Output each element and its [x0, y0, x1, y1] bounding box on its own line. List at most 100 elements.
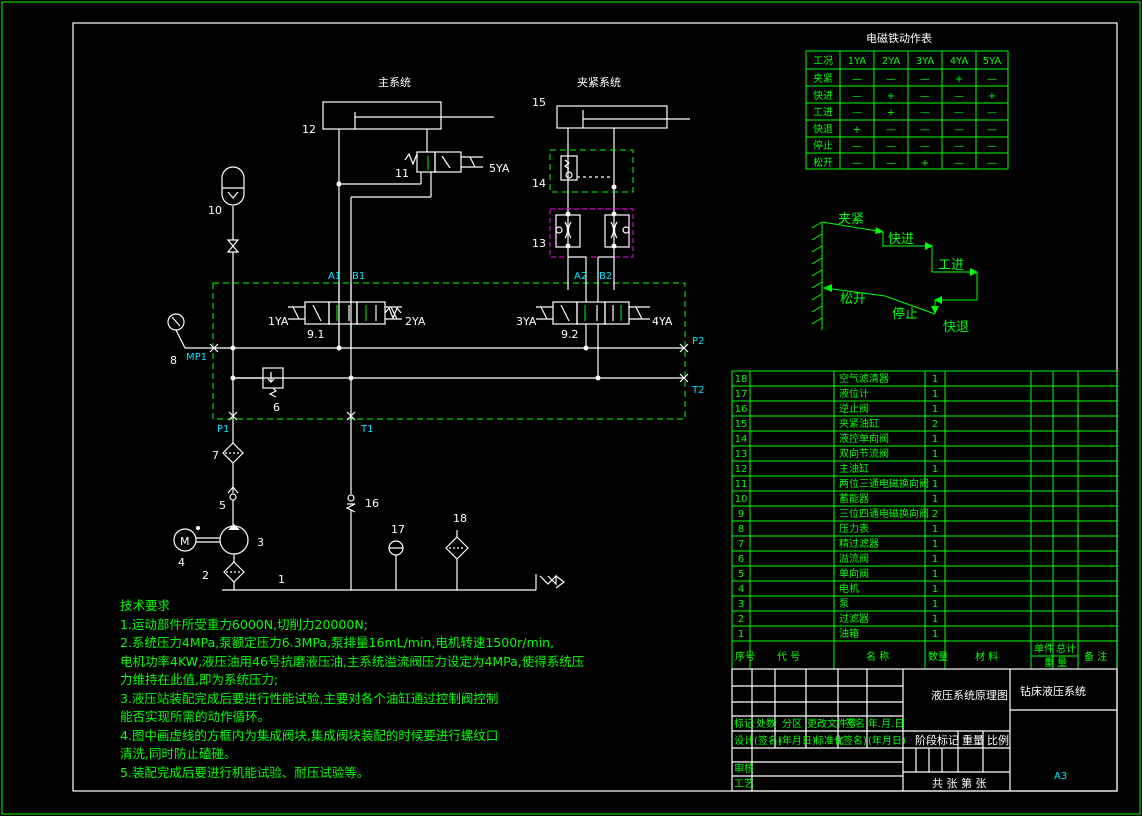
solenoid-cell: + — [988, 91, 996, 102]
label-mp1: MP1 — [186, 352, 207, 363]
solenoid-cell: — — [886, 124, 896, 135]
solenoid-cell: — — [987, 74, 997, 85]
parts-row-qty: 1 — [932, 539, 938, 550]
label-5: 5 — [219, 499, 226, 512]
solenoid-row-mode: 松开 — [813, 156, 833, 169]
tb-design: 设计 — [734, 734, 754, 747]
valve-11-block-b — [434, 151, 462, 173]
parts-row-seq: 4 — [738, 584, 744, 595]
parts-row-qty: 1 — [932, 374, 938, 385]
solenoid-cell: — — [954, 108, 964, 119]
parts-row-qty: 1 — [932, 524, 938, 535]
label-1: 1 — [278, 573, 285, 586]
tb-scale: 比例 — [987, 733, 1009, 747]
tech-line: 1.运动部件所受重力6000N,切削力20000N; — [120, 616, 368, 632]
parts-list — [731, 370, 1118, 670]
label-9-2: 9.2 — [561, 328, 579, 341]
solenoid-cell: — — [920, 74, 930, 85]
parts-row-name: 压力表 — [839, 522, 869, 535]
label-13: 13 — [532, 237, 546, 250]
cycle-step-work-feed: 工进 — [938, 258, 964, 273]
solenoid-cell: — — [886, 74, 896, 85]
parts-row-seq: 12 — [735, 464, 748, 475]
parts-row-seq: 17 — [735, 389, 748, 400]
solenoid-header-mode: 工况 — [813, 55, 833, 67]
tb-change-doc: 更改文件号 — [807, 717, 857, 730]
parts-row-qty: 2 — [932, 419, 938, 430]
tb-standard: 标准化 — [814, 734, 844, 747]
parts-row-name: 两位三通电磁换向阀 — [839, 477, 929, 490]
solenoid-cell: + — [921, 158, 929, 169]
parts-row-name: 油箱 — [839, 627, 859, 640]
label-t2: T2 — [691, 385, 704, 396]
parts-row-qty: 1 — [932, 404, 938, 415]
tech-line: 清洗,同时防止磕碰。 — [120, 746, 237, 761]
label-4ya: 4YA — [652, 315, 673, 328]
solenoid-cell: — — [852, 141, 862, 152]
tech-line: 3.液压站装配完成后要进行性能试验,主要对各个油缸通过控制阀控制 — [120, 690, 499, 706]
cycle-diagram — [811, 221, 978, 330]
solenoid-cell: — — [987, 158, 997, 169]
cycle-step-stop: 停止 — [892, 306, 918, 322]
parts-row-seq: 1 — [738, 629, 744, 640]
solenoid-cell: — — [852, 74, 862, 85]
label-6: 6 — [273, 401, 280, 414]
parts-row-name: 液位计 — [839, 387, 869, 400]
solenoid-cell: + — [853, 124, 861, 135]
solenoid-table — [805, 50, 1009, 170]
solenoid-cell: — — [852, 108, 862, 119]
label-5ya: 5YA — [489, 162, 510, 175]
label-4: 4 — [178, 556, 185, 569]
parts-row-name: 蓄能器 — [839, 492, 869, 505]
label-p2: P2 — [692, 336, 704, 347]
clamp-system-label: 夹紧系统 — [577, 76, 621, 89]
label-7: 7 — [212, 449, 219, 462]
tech-line: 5.装配完成后要进行机能试验、耐压试验等。 — [120, 764, 370, 780]
tb-review: 审核 — [734, 762, 754, 775]
main-cylinder — [322, 101, 442, 130]
label-9-1: 9.1 — [307, 328, 325, 341]
label-p1: P1 — [217, 424, 229, 435]
label-2: 2 — [202, 569, 209, 582]
solenoid-cell: — — [954, 91, 964, 102]
label-17: 17 — [391, 523, 405, 536]
parts-header-total: 总计 — [1056, 642, 1076, 655]
cycle-step-release: 松开 — [840, 292, 866, 307]
project-name: 钻床液压系统 — [1020, 684, 1086, 698]
solenoid-cell: — — [920, 108, 930, 119]
solenoid-cell: — — [886, 158, 896, 169]
solenoid-cell: + — [887, 91, 895, 102]
solenoid-cell: — — [852, 158, 862, 169]
solenoid-cell: — — [954, 158, 964, 169]
solenoid-cell: — — [987, 124, 997, 135]
label-t1: T1 — [360, 424, 373, 435]
parts-row-name: 逆止阀 — [839, 402, 869, 415]
solenoid-table-title: 电磁铁动作表 — [866, 31, 932, 45]
parts-row-seq: 9 — [738, 509, 744, 520]
parts-row-name: 单向阀 — [839, 567, 869, 580]
solenoid-header-2ya: 2YA — [882, 56, 901, 67]
parts-header-unit: 单件 — [1034, 643, 1054, 655]
solenoid-cell: — — [920, 124, 930, 135]
valve-11-block-a — [416, 151, 436, 173]
tb-date3: (年月日) — [868, 734, 906, 747]
cycle-step-clamp: 夹紧 — [838, 212, 864, 227]
solenoid-cell: — — [920, 141, 930, 152]
parts-row-name: 泵 — [839, 598, 849, 610]
parts-row-qty: 1 — [932, 494, 938, 505]
solenoid-cell: — — [886, 141, 896, 152]
clamp-cylinder — [556, 105, 668, 129]
label-2ya: 2YA — [405, 315, 426, 328]
parts-row-name: 溢流阀 — [839, 552, 869, 565]
label-a1: A1 — [328, 271, 341, 282]
parts-row-qty: 1 — [932, 569, 938, 580]
parts-row-name: 三位四通电磁换向阀 — [839, 507, 929, 520]
parts-row-qty: 1 — [932, 464, 938, 475]
accumulator — [221, 166, 245, 206]
label-16: 16 — [365, 497, 379, 510]
tech-line: 2.系统压力4MPa,泵额定压力6.3MPa,泵排量16mL/min,电机转速1… — [120, 635, 555, 650]
solenoid-row-mode: 快进 — [813, 90, 833, 102]
tech-line: 电机功率4KW,液压油用46号抗磨液压油,主系统溢流阀压力设定为4MPa,使得系… — [120, 653, 585, 669]
parts-row-seq: 8 — [738, 524, 744, 535]
throttle-valve-frame — [549, 208, 634, 258]
